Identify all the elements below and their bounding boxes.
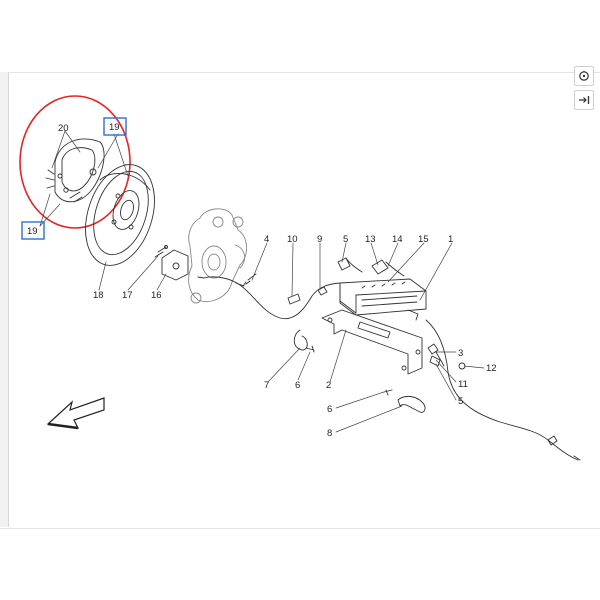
callout-box-19-top xyxy=(103,117,127,136)
label-4: 4 xyxy=(264,234,269,245)
label-9: 9 xyxy=(317,234,322,245)
part-9 xyxy=(317,286,328,296)
label-7: 7 xyxy=(264,380,269,391)
brake-shoe-assembly xyxy=(45,138,105,203)
bolts-17 xyxy=(154,245,168,258)
label-20: 20 xyxy=(58,123,69,134)
label-13: 13 xyxy=(365,234,376,245)
part-4 xyxy=(245,273,257,285)
part-6a xyxy=(305,345,315,353)
epb-actuator xyxy=(339,278,427,321)
knuckle xyxy=(188,208,247,304)
label-16: 16 xyxy=(151,290,162,301)
label-18: 18 xyxy=(93,290,104,301)
label-11: 11 xyxy=(458,379,468,390)
viewer-left-border xyxy=(0,72,9,527)
part-10 xyxy=(287,293,301,305)
part-6b xyxy=(383,389,393,396)
fit-width-button[interactable] xyxy=(574,90,594,110)
label-19-top: 19 xyxy=(109,122,120,133)
brake-disc xyxy=(85,164,155,266)
label-6-bottom: 6 xyxy=(327,404,332,415)
label-14: 14 xyxy=(392,234,403,245)
label-15: 15 xyxy=(418,234,429,245)
connectors-13-14-15 xyxy=(337,257,405,277)
label-8: 8 xyxy=(327,428,332,439)
rotate-icon xyxy=(579,70,589,81)
callout-box-19-bottom xyxy=(21,221,45,240)
label-5-bottom: 5 xyxy=(458,396,463,407)
label-5-top: 5 xyxy=(343,234,348,245)
label-1: 1 xyxy=(448,234,453,245)
part-7 xyxy=(293,329,308,351)
direction-arrow xyxy=(46,397,105,430)
leader-lines xyxy=(39,130,485,433)
rotate-button[interactable] xyxy=(574,66,594,86)
highlight-circle xyxy=(19,95,131,229)
mounting-bracket xyxy=(321,309,423,375)
label-10: 10 xyxy=(287,234,298,245)
label-12: 12 xyxy=(486,363,497,374)
label-17: 17 xyxy=(122,290,133,301)
label-19-bottom: 19 xyxy=(27,226,38,237)
label-2: 2 xyxy=(326,380,331,391)
part-8 xyxy=(397,395,426,413)
fit-to-width-icon xyxy=(579,96,590,104)
diagram-viewport xyxy=(0,72,600,529)
label-6-left: 6 xyxy=(295,380,300,391)
right-cable xyxy=(425,319,581,461)
bracket-16 xyxy=(161,249,189,281)
label-3: 3 xyxy=(458,348,463,359)
